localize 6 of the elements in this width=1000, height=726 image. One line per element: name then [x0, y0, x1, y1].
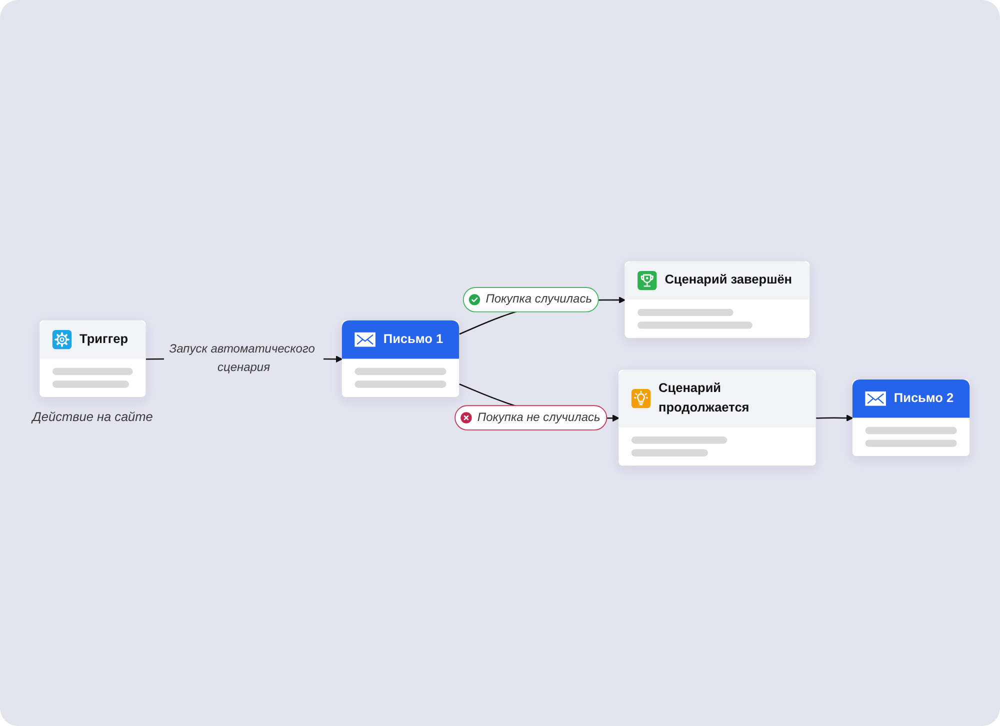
arrow [816, 414, 854, 422]
node-caption: Действие на сайте [32, 408, 153, 424]
edge-label: Запуск автоматического сценария [169, 342, 315, 374]
edge-label: Покупка случилась [486, 292, 592, 306]
arrow [459, 296, 626, 334]
edge-label: Покупка не случилась [477, 410, 600, 424]
